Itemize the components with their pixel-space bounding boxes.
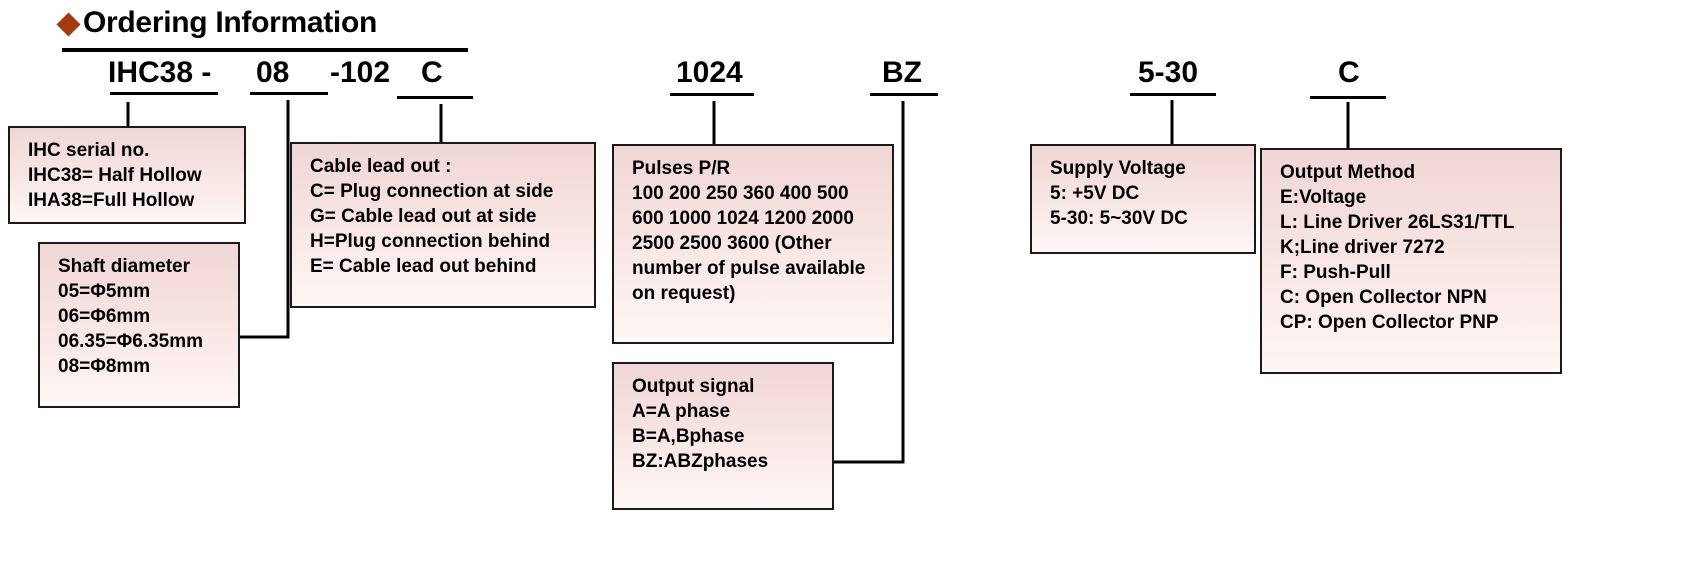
- diamond-bullet-icon: [56, 11, 81, 37]
- box-pulses-per-revolution: Pulses P/R 100 200 250 360 400 500 600 1…: [612, 144, 894, 344]
- code-08: 08: [256, 56, 290, 89]
- code-c2: C: [1338, 56, 1360, 89]
- title-underline: [62, 48, 468, 52]
- box-output-method: Output Method E:Voltage L: Line Driver 2…: [1260, 148, 1562, 374]
- code-rule-ihc38: [110, 92, 218, 95]
- box-shaft-diameter: Shaft diameter 05=Φ5mm 06=Φ6mm 06.35=Φ6.…: [38, 242, 240, 408]
- code-bz: BZ: [882, 56, 922, 89]
- box-output-signal: Output signal A=A phase B=A,Bphase BZ:AB…: [612, 362, 834, 510]
- code-rule-08: [250, 92, 328, 95]
- code-102: -102: [330, 56, 391, 89]
- box-serial-number: IHC serial no. IHC38= Half Hollow IHA38=…: [8, 126, 246, 224]
- code-c: C: [421, 56, 443, 89]
- page-title: Ordering Information: [56, 6, 378, 40]
- page-title-text: Ordering Information: [83, 6, 378, 39]
- code-rule-c: [397, 96, 473, 99]
- code-5-30: 5-30: [1138, 56, 1199, 89]
- box-cable-lead-out: Cable lead out : C= Plug connection at s…: [290, 142, 596, 308]
- code-rule-5-30: [1130, 93, 1216, 96]
- code-rule-bz: [870, 93, 938, 96]
- box-supply-voltage: Supply Voltage 5: +5V DC 5-30: 5~30V DC: [1030, 144, 1256, 254]
- code-rule-c2: [1310, 96, 1386, 99]
- code-rule-1024: [670, 93, 754, 96]
- code-1024: 1024: [676, 56, 743, 89]
- code-ihc38: IHC38 -: [108, 56, 212, 89]
- wire-08: [240, 100, 290, 339]
